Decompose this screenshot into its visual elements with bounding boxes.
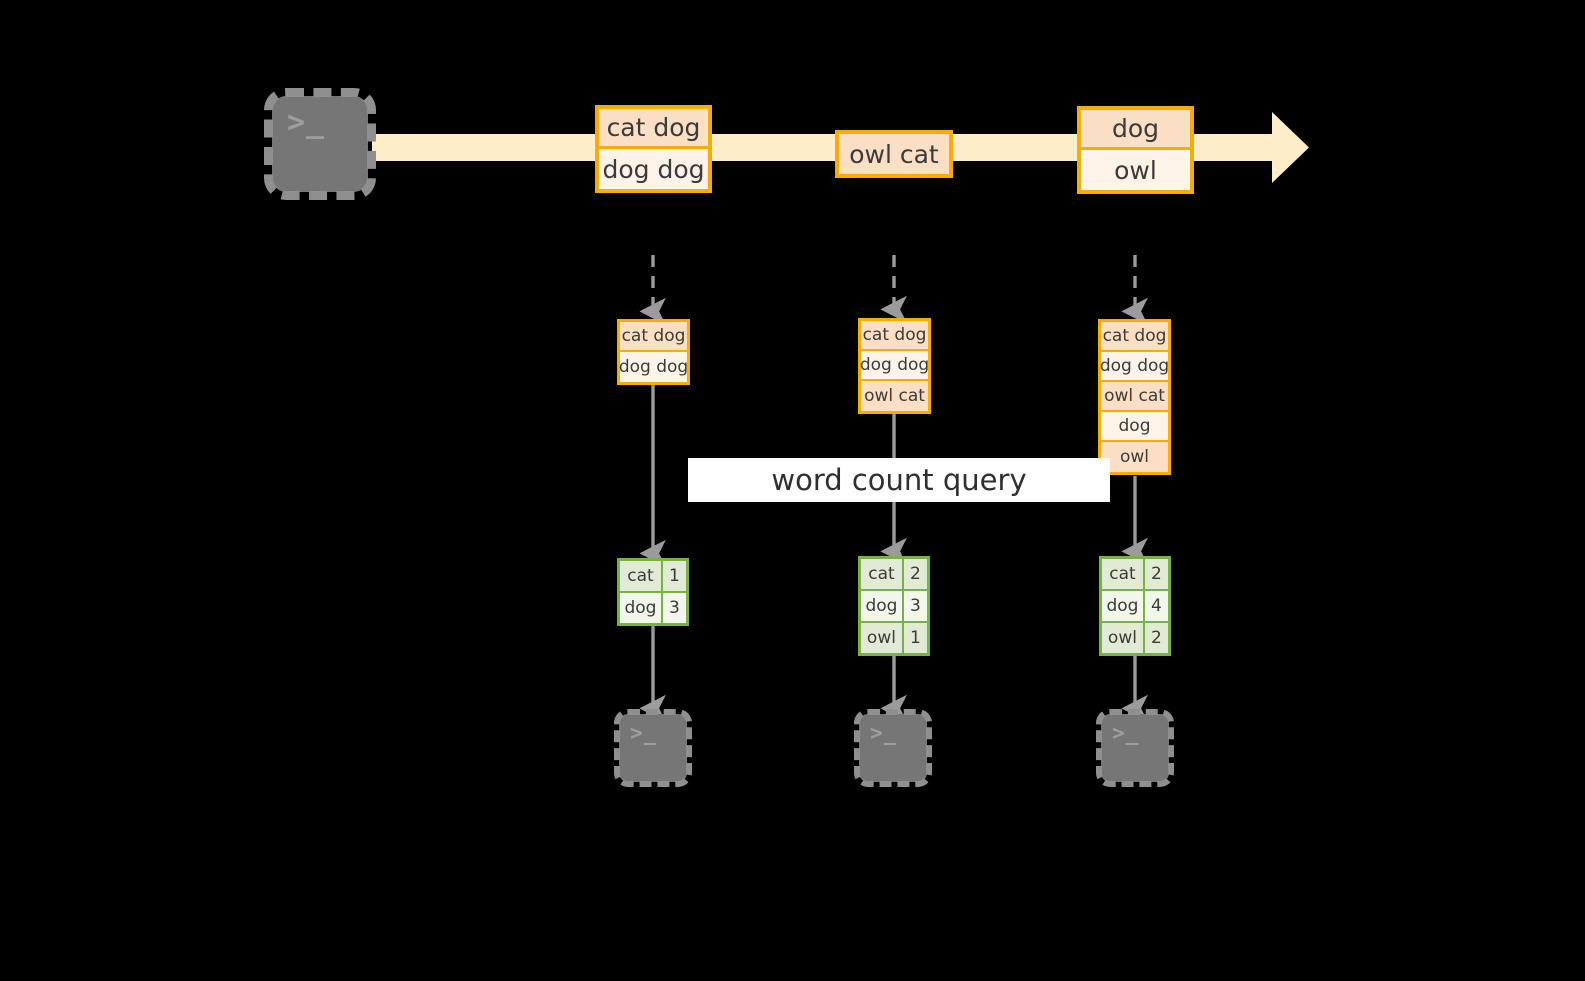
result-count: 2 [1144,623,1168,653]
stream-batch-3[interactable]: dog owl [1077,106,1194,194]
result-word: dog [620,593,663,623]
input-row: cat dog [861,321,928,351]
stream-batch-1[interactable]: cat dog dog dog [595,105,712,193]
stream-batch-2-line-1: owl cat [839,134,949,174]
table-row: dog 4 [1102,591,1168,623]
table-row: owl 1 [861,623,927,653]
table-row: owl 2 [1102,623,1168,653]
terminal-prompt-glyph: >_ [1112,721,1140,745]
stream-batch-2[interactable]: owl cat [835,130,953,178]
result-count: 2 [903,559,927,589]
stream-batch-3-line-2: owl [1081,150,1190,190]
query-label-text: word count query [771,463,1027,497]
result-word: cat [620,561,663,591]
input-row: dog [1101,412,1168,442]
trigger-connectors [639,255,1148,325]
terminal-prompt-glyph: >_ [870,721,898,745]
result-word: cat [861,559,904,589]
stream-batch-1-line-2: dog dog [599,149,708,189]
input-table-trigger-1[interactable]: cat dog dog dog [617,319,690,385]
input-row: owl cat [1101,382,1168,412]
table-row: cat 2 [1102,559,1168,591]
input-row: dog dog [1100,352,1169,382]
result-table-trigger-2[interactable]: cat 2 dog 3 owl 1 [858,556,930,656]
result-count: 1 [662,561,686,591]
table-row: cat 1 [620,561,686,593]
result-count: 2 [1144,559,1168,589]
sink-terminal-icon-1[interactable]: >_ [614,709,692,787]
input-table-trigger-3[interactable]: cat dog dog dog owl cat dog owl [1098,319,1171,475]
input-row: owl cat [861,381,928,411]
result-word: cat [1102,559,1145,589]
table-row: dog 3 [861,591,927,623]
result-table-trigger-1[interactable]: cat 1 dog 3 [617,558,689,626]
source-terminal-icon[interactable]: >_ [264,88,376,200]
stream-batch-1-line-1: cat dog [599,109,708,149]
result-count: 4 [1144,591,1168,621]
input-table-trigger-2[interactable]: cat dog dog dog owl cat [858,318,931,414]
input-row: owl [1101,442,1168,472]
terminal-prompt-glyph: >_ [287,105,326,140]
result-table-trigger-3[interactable]: cat 2 dog 4 owl 2 [1099,556,1171,656]
result-word: owl [861,623,904,653]
result-word: owl [1102,623,1145,653]
stream-batch-3-line-1: dog [1081,110,1190,150]
result-count: 3 [903,591,927,621]
terminal-prompt-glyph: >_ [630,721,658,745]
sink-terminal-icon-2[interactable]: >_ [854,709,932,787]
result-word: dog [861,591,904,621]
result-count: 1 [903,623,927,653]
result-word: dog [1102,591,1145,621]
sink-terminal-icon-3[interactable]: >_ [1096,709,1174,787]
input-row: cat dog [1101,322,1168,352]
table-row: dog 3 [620,593,686,623]
input-row: dog dog [619,352,688,382]
input-row: cat dog [620,322,687,352]
query-label: word count query [688,458,1110,502]
sink-connectors [639,623,1148,722]
table-row: cat 2 [861,559,927,591]
result-count: 3 [662,593,686,623]
input-row: dog dog [860,351,929,381]
